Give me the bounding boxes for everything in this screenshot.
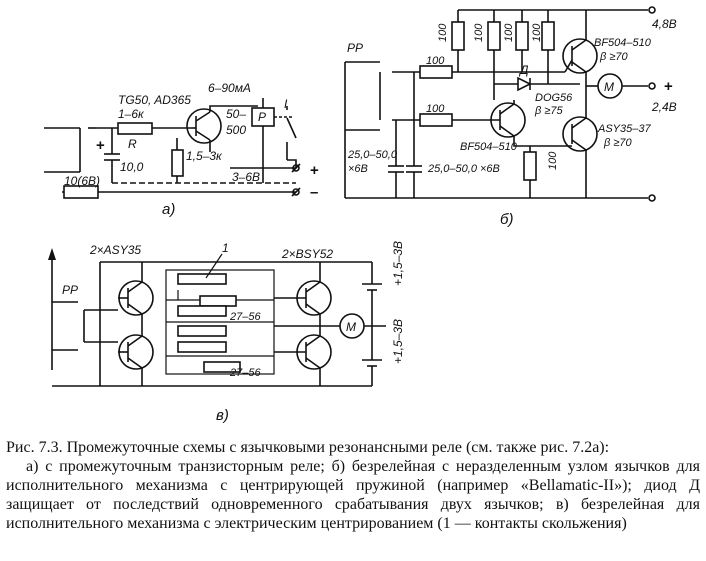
resistor-b-top-2 xyxy=(487,21,501,51)
relay-resistance-bottom: 500 xyxy=(226,123,246,137)
subfigure-b: б) xyxy=(500,211,513,228)
supply-top-c: +1,5–3В xyxy=(391,241,405,286)
diode-d xyxy=(517,76,532,92)
slide-resistor-6 xyxy=(203,361,241,373)
base-resistor-symbol: R xyxy=(128,137,137,151)
transistor-top-beta: β ≥70 xyxy=(599,51,628,63)
transistor-b-top xyxy=(562,38,598,74)
reed-relay-b: РР xyxy=(347,41,363,55)
terminal-mid-b[interactable] xyxy=(648,82,656,90)
subfigure-a: а) xyxy=(162,201,175,218)
cap-left-top-label: 25,0–50,0 xyxy=(347,149,398,161)
diagram-a: TG50, AD365 1–6к R 10,0 1,5–3к 6–90мА 50… xyxy=(44,81,319,218)
transistor-a-label: TG50, AD365 xyxy=(118,93,191,107)
resistor-b-mid-2 xyxy=(419,113,453,127)
slide-resistor-4 xyxy=(177,325,227,337)
transistors-right-label: 2×BSY52 xyxy=(281,247,333,261)
resistor-b-right xyxy=(523,151,537,181)
slide-resistor-3 xyxy=(177,305,227,317)
r-top-2-label: 100 xyxy=(473,23,485,42)
transistor-top-label: BF504–510 xyxy=(594,37,652,49)
supply-top-b: 4,8В xyxy=(652,17,677,31)
base-resistor xyxy=(117,122,153,135)
resistor-top-c: 27–56 xyxy=(229,311,261,323)
r-right-label: 100 xyxy=(547,151,559,170)
transistor-bottom-beta: β ≥70 xyxy=(603,137,632,149)
capacitor-a-label: 10,0 xyxy=(120,160,144,174)
r-top-4-label: 100 xyxy=(531,23,543,42)
relay-current-label: 6–90мА xyxy=(208,81,251,95)
contact-label: 1 xyxy=(222,241,229,255)
transistor-a xyxy=(186,108,222,144)
resistor-b-top-4 xyxy=(541,21,555,51)
diagram-b: РР 100 100 100 100 100 100 100 Д DOG56 β… xyxy=(344,6,677,228)
cap-right-label: 25,0–50,0 ×6В xyxy=(427,163,500,175)
contact-mark: I xyxy=(284,97,288,111)
capacitor-bottom-label: 10(6В) xyxy=(64,174,100,188)
r-top-1-label: 100 xyxy=(437,23,449,42)
emitter-resistor xyxy=(171,149,184,177)
emitter-resistor-label: 1,5–3к xyxy=(186,149,223,163)
arrow-up-icon xyxy=(48,248,56,260)
terminal-plus-label-a: + xyxy=(310,162,319,179)
relay-resistance-top: 50– xyxy=(226,107,246,121)
resistor-b-top-1 xyxy=(451,21,465,51)
resistor-b-mid-1 xyxy=(419,65,453,79)
cap-left-bottom-label: ×6В xyxy=(348,163,368,175)
slide-resistor-2 xyxy=(199,295,237,307)
reed-relay-c: РР xyxy=(62,283,78,297)
terminal-bottom-b[interactable] xyxy=(648,194,656,202)
diode-letter: Д xyxy=(518,63,529,77)
caption-body: а) с промежуточным транзисторным реле; б… xyxy=(6,458,700,532)
terminal-minus-label-a: – xyxy=(310,184,318,201)
diagram-c: 2×ASY35 2×BSY52 1 РР 27–56 27–56 M +1,5–… xyxy=(48,241,405,424)
relay-symbol: Р xyxy=(258,110,266,124)
transistor-mid-label: BF504–510 xyxy=(460,141,518,153)
transistor-b-mid xyxy=(490,102,526,138)
terminal-plus-b: + xyxy=(664,78,673,95)
resistor-b-top-3 xyxy=(515,21,529,51)
slide-resistor-5 xyxy=(177,341,227,353)
caption-title: Рис. 7.3. Промежуточные схемы с язычковы… xyxy=(6,439,610,456)
diode-type: DOG56 xyxy=(535,92,573,104)
transistor-b-bottom xyxy=(562,116,598,152)
transistors-left-label: 2×ASY35 xyxy=(89,243,141,257)
schematics-figure: TG50, AD365 1–6к R 10,0 1,5–3к 6–90мА 50… xyxy=(44,6,677,424)
terminal-plus-a[interactable] xyxy=(292,164,300,172)
figure-caption: Рис. 7.3. Промежуточные схемы с язычковы… xyxy=(6,438,700,533)
diode-beta: β ≥75 xyxy=(534,105,563,117)
capacitor-bottom xyxy=(63,185,99,199)
base-resistor-label: 1–6к xyxy=(118,107,145,121)
terminal-top-b[interactable] xyxy=(648,6,656,14)
supply-bottom-b: 2,4В xyxy=(651,100,677,114)
r-mid-1-label: 100 xyxy=(426,55,445,67)
resistor-bottom-c: 27–56 xyxy=(229,367,261,379)
relay-contact xyxy=(286,117,297,139)
slide-resistor-1 xyxy=(177,273,227,285)
motor-c-label: M xyxy=(346,320,356,334)
r-top-3-label: 100 xyxy=(503,23,515,42)
capacitor-plus-sign: + xyxy=(96,137,105,154)
motor-b-label: M xyxy=(604,80,614,94)
supply-voltage-a: 3–6В xyxy=(232,170,260,184)
supply-bottom-c: +1,5–3В xyxy=(391,319,405,364)
r-mid-2-label: 100 xyxy=(426,103,445,115)
subfigure-c: в) xyxy=(216,407,229,424)
transistor-bottom-label: ASY35–37 xyxy=(597,123,651,135)
terminal-minus-a[interactable] xyxy=(292,188,300,196)
